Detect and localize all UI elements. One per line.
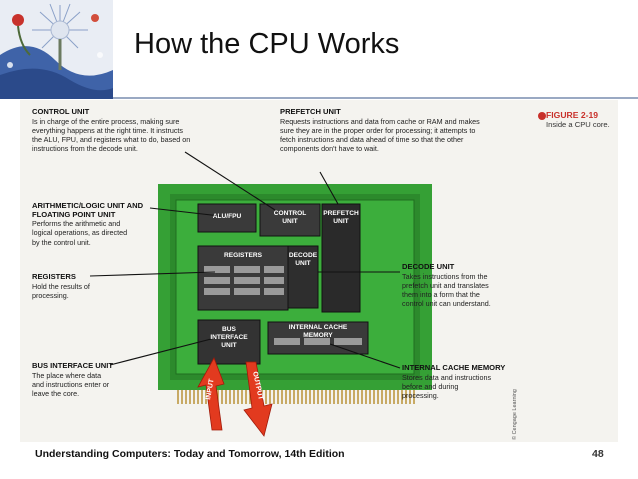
- control-unit-label: CONTROL UNIT: [260, 210, 320, 226]
- callout-body-line: logical operations, as directed: [32, 228, 128, 238]
- callout-lines: [89, 151, 401, 369]
- callout-control-unit: CONTROL UNIT Is in charge of the entire …: [32, 107, 247, 154]
- figure-caption: Inside a CPU core.: [546, 120, 610, 129]
- alu-fpu-block: [197, 203, 257, 233]
- callout-decode-unit: DECODE UNIT Takes instructions from the …: [402, 262, 532, 309]
- callout-title-line: ARITHMETIC/LOGIC UNIT AND: [32, 201, 144, 210]
- figure-number: FIGURE 2-19: [546, 110, 599, 120]
- internal-cache-label-line: INTERNAL CACHE: [288, 324, 348, 331]
- input-arrow-label: INPUT: [205, 378, 216, 401]
- callout-body-line: them into a form that the: [402, 290, 480, 299]
- callout-body-line: Takes instructions from the: [402, 271, 488, 281]
- registers-label: REGISTERS: [223, 252, 263, 259]
- register-cells: [204, 266, 284, 295]
- callout-body-line: Requests instructions and data from cach…: [280, 116, 480, 126]
- bus-interface-label-line: UNIT: [221, 342, 237, 349]
- prefetch-unit-label: PREFETCH UNIT: [322, 210, 360, 226]
- callout-cache-memory: INTERNAL CACHE MEMORY Stores data and in…: [402, 363, 532, 400]
- callout-body-line: before and during: [402, 381, 459, 391]
- callout-title: CONTROL UNIT: [32, 107, 90, 116]
- callout-body-line: fetch instructions and data ahead of tim…: [280, 135, 464, 144]
- callout-body-line: components don't have to wait.: [280, 144, 379, 154]
- control-unit-label-line: UNIT: [282, 218, 298, 225]
- callout-registers: REGISTERS Hold the results of processing…: [32, 272, 132, 300]
- callout-body-line: by the control unit.: [32, 237, 91, 247]
- control-unit-label-line: CONTROL: [273, 210, 307, 217]
- image-credit: © Cengage Learning: [512, 389, 518, 440]
- callout-alu-fpu: ARITHMETIC/LOGIC UNIT AND FLOATING POINT…: [32, 201, 162, 247]
- callout-bus-interface: BUS INTERFACE UNIT The place where data …: [32, 361, 152, 398]
- callout-body-line: The place where data: [32, 370, 102, 380]
- input-arrow: [197, 357, 225, 431]
- callout-body-line: and instructions enter or: [32, 379, 110, 389]
- callout-title: BUS INTERFACE UNIT: [32, 361, 114, 370]
- callout-body-line: processing.: [402, 391, 439, 400]
- figure-label: FIGURE 2-19 Inside a CPU core.: [546, 110, 610, 129]
- output-arrow: [243, 361, 273, 437]
- callout-title: REGISTERS: [32, 272, 76, 281]
- decode-unit-label: DECODE UNIT: [288, 252, 318, 268]
- slide-footer: Understanding Computers: Today and Tomor…: [35, 448, 345, 460]
- title-divider: [113, 97, 638, 99]
- internal-cache-label-line: MEMORY: [303, 332, 333, 339]
- callout-body-line: Hold the results of: [32, 281, 90, 291]
- cache-cells: [274, 338, 362, 345]
- callout-body-line: leave the core.: [32, 389, 80, 398]
- bus-interface-label-line: INTERFACE: [210, 334, 248, 341]
- control-unit-block: [259, 203, 321, 237]
- callout-body-line: sure they are in the proper order for pr…: [280, 125, 476, 135]
- bus-interface-label-line: BUS: [222, 326, 236, 333]
- figure-badge-icon: [538, 112, 546, 120]
- page-number: 48: [592, 448, 604, 460]
- cpu-core-figure: INPUT OUTPUT ALU/FPU CONTROL UNIT PREFET…: [20, 100, 618, 442]
- callout-prefetch-unit: PREFETCH UNIT Requests instructions and …: [280, 107, 525, 154]
- callout-body-line: Is in charge of the entire process, maki…: [32, 116, 180, 126]
- prefetch-unit-label-line: UNIT: [333, 218, 349, 225]
- callout-body-line: Stores data and instructions: [402, 372, 492, 382]
- cpu-chip-diagram: INPUT OUTPUT: [89, 112, 546, 437]
- callout-body-line: prefetch unit and translates: [402, 280, 489, 290]
- callout-title: PREFETCH UNIT: [280, 107, 341, 116]
- bus-interface-label: BUS INTERFACE UNIT: [198, 326, 260, 350]
- callout-body-line: processing.: [32, 290, 69, 300]
- prefetch-unit-block: [321, 203, 361, 313]
- slide-title: How the CPU Works: [134, 28, 400, 60]
- prefetch-unit-label-line: PREFETCH: [323, 210, 359, 217]
- callout-title-line: FLOATING POINT UNIT: [32, 209, 116, 219]
- callout-body-line: instructions from the decode unit.: [32, 144, 138, 154]
- decode-unit-block: [287, 245, 319, 309]
- callout-title: INTERNAL CACHE MEMORY: [402, 363, 506, 372]
- decode-unit-label-line: UNIT: [295, 260, 311, 267]
- decode-unit-label-line: DECODE: [288, 252, 318, 259]
- alu-fpu-label: ALU/FPU: [212, 213, 242, 220]
- callout-body-line: the ALU, FPU, and registers what to do, …: [32, 135, 191, 144]
- callout-body-line: everything happens at the right time. It…: [32, 125, 184, 135]
- callout-title: DECODE UNIT: [402, 262, 455, 271]
- callout-body-line: control unit can understand.: [402, 299, 491, 309]
- dandelion-logo-art: [0, 0, 113, 99]
- internal-cache-label: INTERNAL CACHE MEMORY: [268, 324, 368, 340]
- callout-body-line: Performs the arithmetic and: [32, 219, 121, 229]
